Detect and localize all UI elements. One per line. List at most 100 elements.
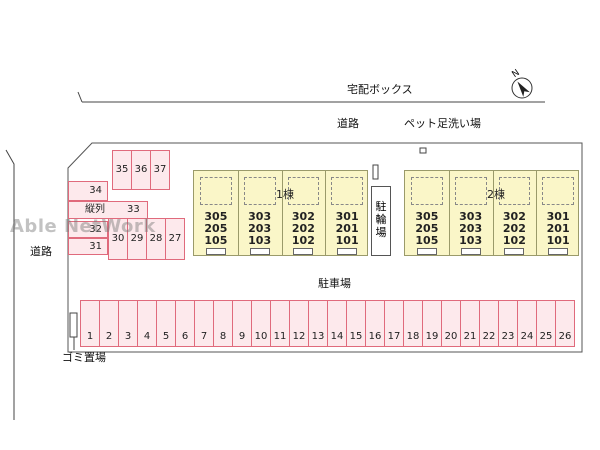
unit-303: 303 xyxy=(248,210,272,223)
delivery-box-label: 宅配ボックス xyxy=(347,83,413,96)
parking-stall-35: 35 xyxy=(112,150,132,190)
balcony-outline xyxy=(411,177,443,205)
entrance xyxy=(416,248,437,255)
unit-divider xyxy=(448,171,450,255)
unit-201: 201 xyxy=(335,222,359,235)
parking-stall-21: 21 xyxy=(460,300,480,347)
watermark: Able NetWork xyxy=(10,216,156,237)
parking-label: 駐車場 xyxy=(318,277,351,290)
parking-stall-24: 24 xyxy=(517,300,537,347)
parking-stall-12: 12 xyxy=(289,300,309,347)
parking-stall-17: 17 xyxy=(384,300,404,347)
unit-305: 305 xyxy=(204,210,228,223)
delivery-box-marker xyxy=(372,164,379,180)
unit-203: 203 xyxy=(459,222,483,235)
balcony-outline xyxy=(200,177,232,205)
unit-101: 101 xyxy=(546,234,570,247)
unit-divider xyxy=(536,171,538,255)
road-left-label: 道路 xyxy=(30,245,52,258)
parking-stall-27: 27 xyxy=(165,218,185,260)
parking-stall-14: 14 xyxy=(327,300,347,347)
unit-103: 103 xyxy=(248,234,272,247)
pet-wash-marker xyxy=(419,147,427,154)
building-name: 1棟 xyxy=(276,188,294,201)
unit-divider xyxy=(492,171,494,255)
balcony-outline xyxy=(498,177,531,205)
unit-301: 301 xyxy=(335,210,359,223)
parking-stall-5: 5 xyxy=(156,300,176,347)
parking-stall-34: 34 xyxy=(68,181,108,201)
parking-stall-4: 4 xyxy=(137,300,157,347)
unit-203: 203 xyxy=(248,222,272,235)
parking-stall-3: 3 xyxy=(118,300,138,347)
parking-stall-18: 18 xyxy=(403,300,423,347)
parking-stall-33: 33 xyxy=(127,204,140,215)
entrance xyxy=(205,248,226,255)
parking-stall-1: 1 xyxy=(80,300,100,347)
unit-101: 101 xyxy=(335,234,359,247)
garbage-area xyxy=(69,312,78,338)
parking-stall-2: 2 xyxy=(99,300,119,347)
parking-stall-25: 25 xyxy=(536,300,556,347)
unit-202: 202 xyxy=(291,222,315,235)
entrance xyxy=(504,248,525,255)
unit-201: 201 xyxy=(546,222,570,235)
garbage-label: ゴミ置場 xyxy=(62,351,106,364)
parking-stall-15: 15 xyxy=(346,300,366,347)
parking-stall-23: 23 xyxy=(498,300,518,347)
parking-stall-36: 36 xyxy=(131,150,151,190)
balcony-outline xyxy=(331,177,363,205)
entrance xyxy=(293,248,314,255)
balcony-outline xyxy=(454,177,487,205)
parking-stall-20: 20 xyxy=(441,300,461,347)
parking-stall-37: 37 xyxy=(150,150,170,190)
unit-divider xyxy=(237,171,239,255)
unit-205: 205 xyxy=(415,222,439,235)
unit-303: 303 xyxy=(459,210,483,223)
unit-302: 302 xyxy=(502,210,526,223)
parking-stall-26: 26 xyxy=(555,300,575,347)
unit-305: 305 xyxy=(415,210,439,223)
unit-105: 105 xyxy=(204,234,228,247)
tandem-label: 縦列 xyxy=(85,204,105,215)
bicycle-parking-label: 駐輪場 xyxy=(373,200,389,239)
bicycle-parking-text: 駐輪場 xyxy=(375,200,387,239)
parking-stall-11: 11 xyxy=(270,300,290,347)
entrance xyxy=(337,248,358,255)
unit-102: 102 xyxy=(291,234,315,247)
entrance xyxy=(548,248,569,255)
unit-102: 102 xyxy=(502,234,526,247)
parking-stall-19: 19 xyxy=(422,300,442,347)
building-name: 2棟 xyxy=(487,188,505,201)
entrance xyxy=(460,248,481,255)
road-edge-left xyxy=(5,149,15,420)
pet-wash-label: ペット足洗い場 xyxy=(404,117,481,130)
parking-stall-22: 22 xyxy=(479,300,499,347)
unit-301: 301 xyxy=(546,210,570,223)
north-arrow-icon xyxy=(517,81,530,97)
unit-202: 202 xyxy=(502,222,526,235)
parking-stall-10: 10 xyxy=(251,300,271,347)
parking-stall-9: 9 xyxy=(232,300,252,347)
unit-205: 205 xyxy=(204,222,228,235)
road-edge-top-left xyxy=(77,91,83,103)
parking-stall-16: 16 xyxy=(365,300,385,347)
unit-105: 105 xyxy=(415,234,439,247)
parking-stall-31: 31 xyxy=(68,238,108,255)
balcony-outline xyxy=(542,177,574,205)
road-top-label: 道路 xyxy=(337,117,359,130)
unit-divider xyxy=(325,171,327,255)
balcony-outline xyxy=(287,177,320,205)
parking-stall-8: 8 xyxy=(213,300,233,347)
balcony-outline xyxy=(243,177,276,205)
unit-divider xyxy=(281,171,283,255)
parking-stall-6: 6 xyxy=(175,300,195,347)
unit-103: 103 xyxy=(459,234,483,247)
parking-stall-32: 32 xyxy=(68,221,108,238)
parking-stall-13: 13 xyxy=(308,300,328,347)
entrance xyxy=(249,248,270,255)
parking-stall-7: 7 xyxy=(194,300,214,347)
